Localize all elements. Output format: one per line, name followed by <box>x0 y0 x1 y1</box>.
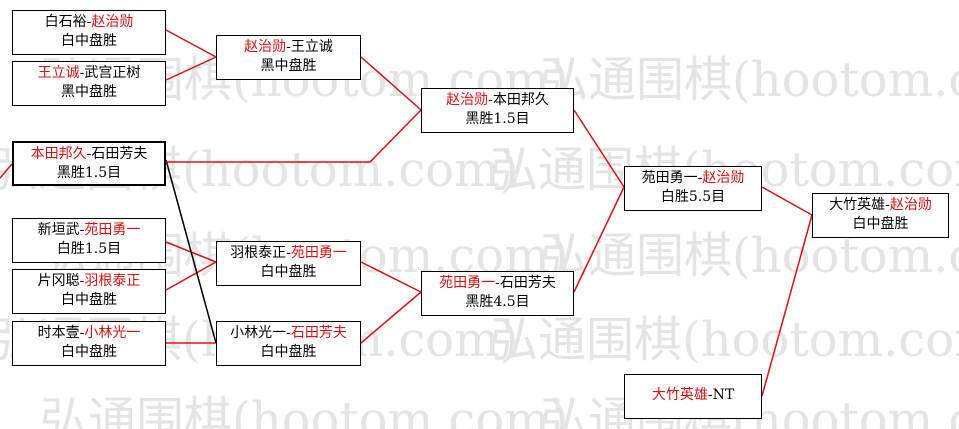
match-box-r2-1: 赵治勋-王立诚 黑中盘胜 <box>216 35 361 80</box>
winner-name: 本田邦久 <box>30 146 87 162</box>
match-result: 黑中盘胜 <box>260 58 317 74</box>
match-result: 白中盘胜 <box>61 344 117 360</box>
winner-name: 赵治勋 <box>91 14 134 30</box>
player-name: NT <box>712 387 735 403</box>
vs-separator: - <box>286 325 291 341</box>
vs-separator: - <box>86 14 92 30</box>
match-players: 小林光一-石田芳夫 <box>217 324 360 343</box>
connector-line <box>360 261 422 293</box>
player-name: 大竹英雄 <box>829 197 886 213</box>
connector-line <box>761 214 813 397</box>
player-name: 王立诚 <box>290 39 333 55</box>
vs-separator: - <box>79 65 85 81</box>
match-result: 黑中盘胜 <box>61 84 117 100</box>
winner-name: 赵治勋 <box>889 197 932 213</box>
winner-name: 赵治勋 <box>244 39 287 55</box>
vs-separator: - <box>286 39 291 55</box>
match-box-r3-2: 苑田勇一-石田芳夫 黑胜4.5目 <box>421 271 574 316</box>
match-result: 白中盘胜 <box>852 216 909 232</box>
match-players: 大竹英雄-赵治勋 <box>813 196 948 215</box>
match-box-r4-1: 苑田勇一-赵治勋 白胜5.5目 <box>624 166 762 211</box>
connector-line <box>761 186 813 216</box>
connector-line <box>360 56 422 111</box>
match-box-r2-2: 羽根泰正-苑田勇一 白中盘胜 <box>216 241 361 286</box>
winner-name: 小林光一 <box>84 325 141 341</box>
match-players: 新垣武-苑田勇一 <box>13 221 165 240</box>
match-box-r1-4: 新垣武-苑田勇一 白胜1.5目 <box>12 218 166 263</box>
winner-name: 王立诚 <box>37 65 80 81</box>
player-name: 片冈聪 <box>37 273 80 289</box>
connector-line <box>165 159 217 344</box>
player-name: 新垣武 <box>37 222 80 238</box>
match-result: 黑胜1.5目 <box>56 165 122 181</box>
player-name: 石田芳夫 <box>499 275 556 291</box>
winner-name: 苑田勇一 <box>290 245 347 261</box>
winner-name: 羽根泰正 <box>84 273 141 289</box>
player-name: 武宫正树 <box>84 65 141 81</box>
player-name: 小林光一 <box>230 325 287 341</box>
match-players: 白石裕-赵治勋 <box>13 13 165 32</box>
connector-line <box>573 186 625 293</box>
winner-name: 赵治勋 <box>702 170 745 186</box>
connector-line <box>166 109 422 163</box>
vs-separator: - <box>495 275 500 291</box>
match-result: 白胜1.5目 <box>56 241 122 257</box>
match-box-r1-5: 片冈聪-羽根泰正 白中盘胜 <box>12 269 166 314</box>
match-result: 黑胜4.5目 <box>465 294 530 310</box>
match-players: 时本壹-小林光一 <box>13 324 165 343</box>
winner-name: 苑田勇一 <box>439 275 496 291</box>
vs-separator: - <box>286 245 291 261</box>
match-players: 王立诚-武宫正树 <box>13 64 165 83</box>
vs-separator: - <box>488 92 493 108</box>
match-result: 白中盘胜 <box>260 344 317 360</box>
match-box-r3-1: 赵治勋-本田邦久 黑胜1.5目 <box>421 88 574 133</box>
match-box-r1-3: 本田邦久-石田芳夫 黑胜1.5目 <box>12 141 166 186</box>
winner-name: 石田芳夫 <box>290 325 347 341</box>
connector-line <box>165 56 217 81</box>
match-result: 白中盘胜 <box>61 33 117 49</box>
winner-name: 大竹英雄 <box>651 387 708 403</box>
vs-separator: - <box>885 197 890 213</box>
match-players: 羽根泰正-苑田勇一 <box>217 244 360 263</box>
player-name: 羽根泰正 <box>230 245 287 261</box>
match-players: 大竹英雄-NT <box>625 375 761 416</box>
vs-separator: - <box>79 222 85 238</box>
match-result: 白胜5.5目 <box>660 189 726 205</box>
match-players: 本田邦久-石田芳夫 <box>14 145 164 164</box>
vs-separator: - <box>707 387 713 403</box>
match-players: 片冈聪-羽根泰正 <box>13 272 165 291</box>
connector-line <box>165 29 217 58</box>
vs-separator: - <box>79 273 85 289</box>
match-result: 白中盘胜 <box>61 292 117 308</box>
player-name: 石田芳夫 <box>91 146 148 162</box>
vs-separator: - <box>697 170 703 186</box>
match-result: 白中盘胜 <box>260 264 317 280</box>
vs-separator: - <box>79 325 85 341</box>
match-box-r2-3: 小林光一-石田芳夫 白中盘胜 <box>216 321 361 366</box>
match-box-final: 大竹英雄-赵治勋 白中盘胜 <box>812 193 949 238</box>
match-box-r1-1: 白石裕-赵治勋 白中盘胜 <box>12 10 166 55</box>
match-players: 赵治勋-王立诚 <box>217 38 360 57</box>
match-box-r1-6: 时本壹-小林光一 白中盘胜 <box>12 321 166 366</box>
player-name: 本田邦久 <box>492 92 549 108</box>
match-players: 赵治勋-本田邦久 <box>422 91 573 110</box>
match-box-r4-2: 大竹英雄-NT <box>624 374 762 419</box>
match-result: 黑胜1.5目 <box>465 111 530 127</box>
player-name: 白石裕 <box>44 14 87 30</box>
connector-line <box>573 109 625 188</box>
player-name: 苑田勇一 <box>641 170 698 186</box>
vs-separator: - <box>86 146 92 162</box>
match-players: 苑田勇一-赵治勋 <box>625 169 761 188</box>
winner-name: 苑田勇一 <box>84 222 141 238</box>
winner-name: 赵治勋 <box>446 92 489 108</box>
match-box-r1-2: 王立诚-武宫正树 黑中盘胜 <box>12 61 166 106</box>
match-players: 苑田勇一-石田芳夫 <box>422 274 573 293</box>
connector-line <box>360 291 422 344</box>
player-name: 时本壹 <box>37 325 80 341</box>
connector-line <box>0 163 13 179</box>
connector-line <box>165 261 217 291</box>
